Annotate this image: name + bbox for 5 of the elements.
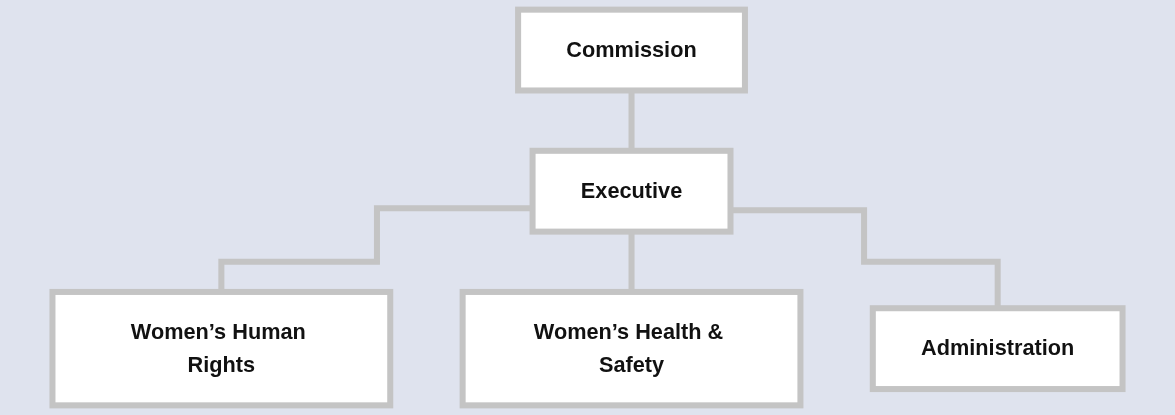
node-box: Executive xyxy=(529,147,734,235)
node-box: Commission xyxy=(515,6,748,94)
node-box: Women’s Health & Safety xyxy=(459,288,804,409)
node-box: Women’s Human Rights xyxy=(49,288,394,409)
node-box: Administration xyxy=(869,305,1126,393)
